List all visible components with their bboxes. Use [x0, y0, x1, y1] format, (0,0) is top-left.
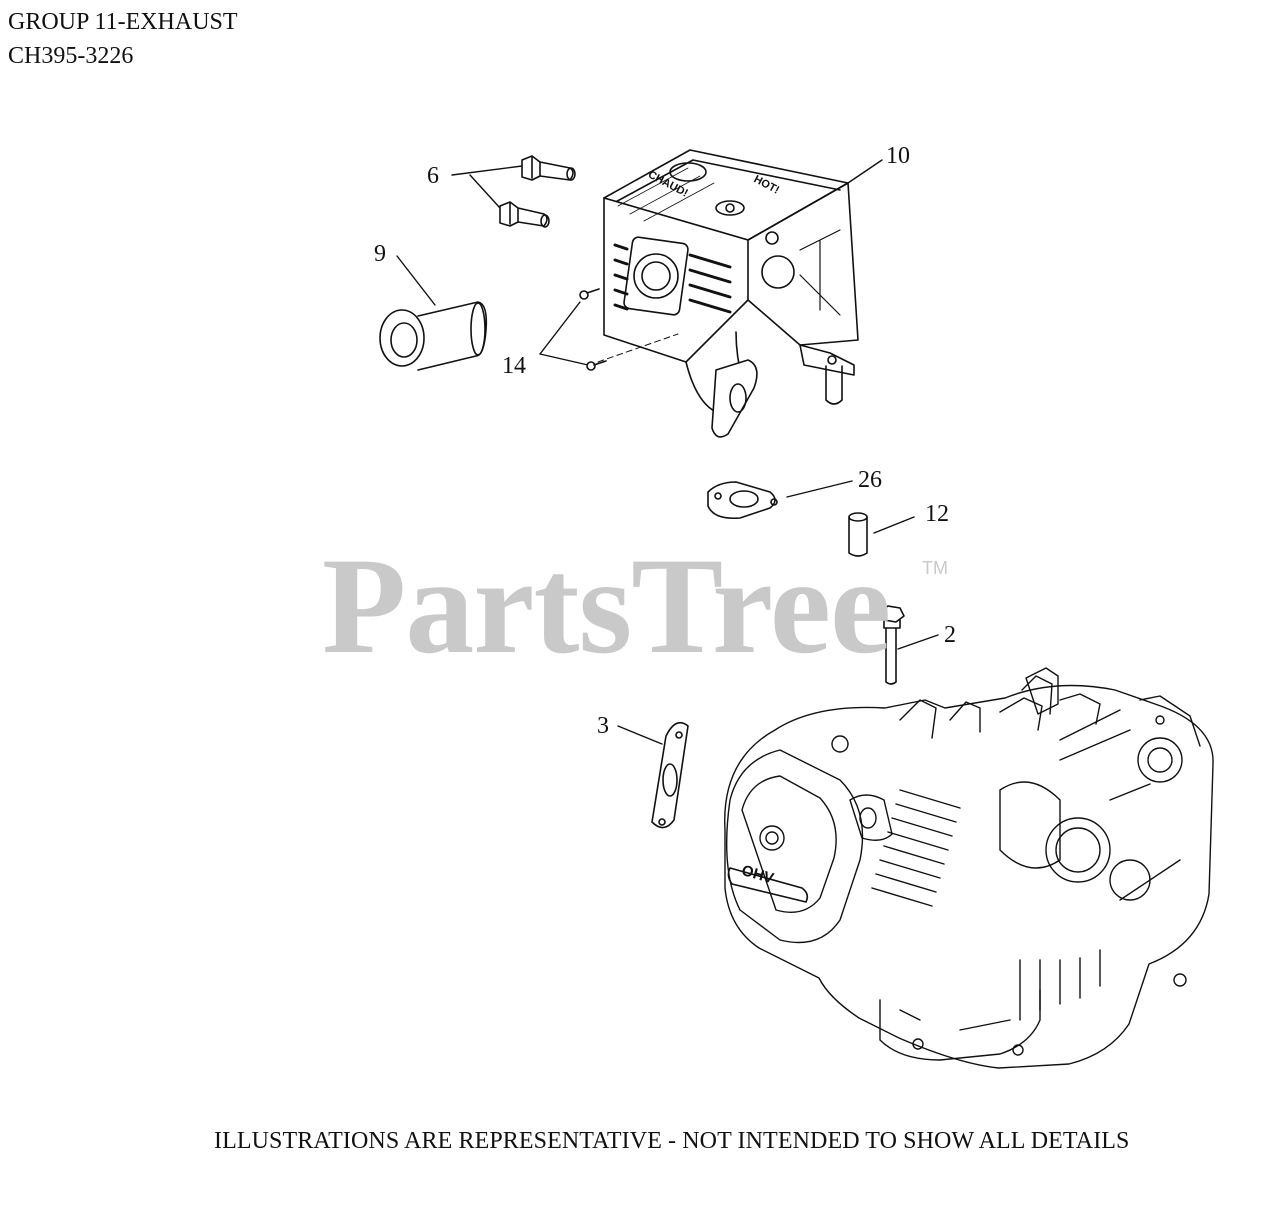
watermark-trademark: TM	[922, 558, 948, 578]
callout-9: 9	[374, 241, 386, 267]
screw-part-14	[579, 288, 679, 371]
model-number: CH395-3226	[8, 43, 134, 69]
spark-arrestor-part-9	[379, 301, 488, 371]
muffler-part-10: CHAUD! HOT!	[603, 149, 859, 438]
callout-26: 26	[858, 467, 882, 493]
disclaimer-footer: ILLUSTRATIONS ARE REPRESENTATIVE - NOT I…	[214, 1128, 1130, 1154]
callout-3: 3	[597, 713, 609, 739]
gasket-part-3	[651, 721, 689, 829]
callout-6: 6	[427, 163, 439, 189]
spacer-part-12	[848, 512, 868, 557]
gasket-part-26	[707, 481, 778, 520]
parts-tree-watermark: PartsTree	[322, 529, 891, 682]
bolt-part-2	[879, 605, 905, 685]
engine-block: OHV	[724, 667, 1214, 1069]
leader-lines	[396, 159, 939, 745]
callout-12: 12	[925, 501, 949, 527]
callout-14: 14	[502, 353, 526, 379]
flange-bolt-part-6	[499, 155, 576, 228]
callout-2: 2	[944, 622, 956, 648]
group-title: GROUP 11-EXHAUST	[8, 9, 238, 35]
callout-10: 10	[886, 143, 910, 169]
